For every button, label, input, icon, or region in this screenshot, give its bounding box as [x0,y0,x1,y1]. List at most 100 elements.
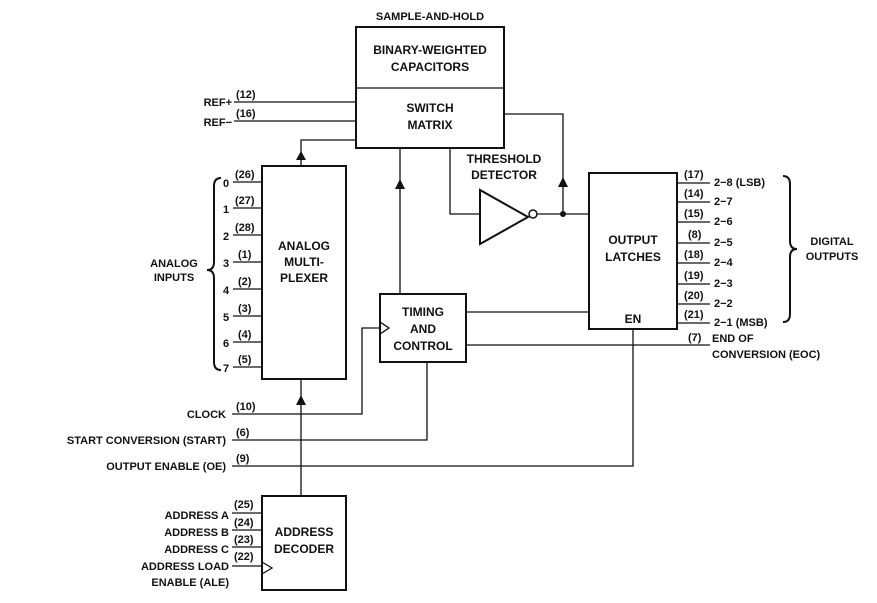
analog-input-pin: (3) [238,303,252,315]
digital-outputs-label-2: OUTPUTS [806,251,859,263]
analog-input-channel: 1 [223,204,229,216]
analog-inputs-brace [206,177,222,371]
latches-label-2: LATCHES [605,250,661,264]
analog-input-0: 0 (26) [223,169,262,190]
analog-input-1: 1 (27) [223,195,262,216]
analog-input-4: 4 (2) [223,276,262,297]
decoder-up-arrow [296,395,306,405]
analog-input-pin: (28) [235,222,255,234]
analog-input-pin: (26) [235,169,255,181]
analog-input-channel: 6 [223,338,229,350]
digital-output-0: (17) 2−8 (LSB) [677,169,765,189]
digital-output-bit: 2−8 (LSB) [714,177,765,189]
digital-output-4: (18) 2−4 [677,249,734,269]
address-pin: (25) [234,499,254,511]
timing-clock-marker [379,321,391,335]
digital-output-pin: (20) [684,290,704,302]
analog-input-pin: (2) [238,276,252,288]
analog-inputs-label-2: INPUTS [154,272,194,284]
digital-output-bit: 2−4 [714,257,734,269]
clock-pin: (10) [236,401,256,413]
eoc-pin: (7) [688,332,702,344]
start-label: START CONVERSION (START) [67,435,226,447]
switch-to-comparator-line [449,148,480,215]
oe-pin: (9) [236,453,250,465]
junction-dot [560,211,566,217]
threshold-label-2: DETECTOR [471,168,537,182]
digital-output-bit: 2−3 [714,278,733,290]
switch-matrix-label-1: SWITCH [406,101,453,115]
address-load: ADDRESS LOAD (22) [141,551,262,573]
analog-input-7: 7 (5) [223,354,262,375]
timing-up-arrow [395,179,405,189]
digital-output-7: (21) 2−1 (MSB) [677,309,768,329]
ref-plus-pin: (12) [236,89,256,101]
decoder-label-2: DECODER [274,542,334,556]
analog-input-pin: (1) [238,249,252,261]
analog-input-channel: 3 [223,258,229,270]
digital-output-bit: 2−7 [714,196,733,208]
digital-output-5: (19) 2−3 [677,270,733,290]
analog-input-3: 3 (1) [223,249,262,270]
analog-input-pin: (27) [235,195,255,207]
digital-output-1: (14) 2−7 [677,188,733,208]
mux-to-switch-line [300,139,356,165]
analog-input-channel: 0 [223,178,229,190]
latches-en-label: EN [625,312,642,326]
analog-input-pin: (5) [238,354,252,366]
clock-label: CLOCK [187,409,226,421]
address-name: ADDRESS A [165,510,229,522]
address-name: ADDRESS C [164,544,229,556]
address-c: ADDRESS C (23) [164,534,262,556]
clock-line [232,327,380,415]
analog-input-channel: 7 [223,363,229,375]
mux-label-3: PLEXER [280,271,328,285]
address-name: ADDRESS B [164,527,229,539]
ref-plus-label: REF+ [204,97,232,109]
timing-label-2: AND [410,322,436,336]
capacitors-label-2: CAPACITORS [391,60,469,74]
digital-output-6: (20) 2−2 [677,290,733,310]
digital-output-pin: (15) [684,208,704,220]
digital-output-pin: (8) [688,229,702,241]
digital-output-bit: 2−1 (MSB) [714,317,768,329]
address-a: ADDRESS A (25) [165,499,262,522]
digital-output-bit: 2−2 [714,298,733,310]
address-pin: (23) [234,534,254,546]
analog-input-channel: 5 [223,312,229,324]
capacitors-label-1: BINARY-WEIGHTED [373,43,487,57]
eoc-label-1: END OF [712,333,754,345]
digital-output-pin: (21) [684,309,704,321]
mux-label-2: MULTI- [284,255,324,269]
start-line [232,362,428,441]
digital-output-bit: 2−5 [714,237,733,249]
analog-multiplexer-block [261,165,347,380]
oe-line [232,329,634,467]
digital-outputs-label-1: DIGITAL [810,236,853,248]
analog-input-2: 2 (28) [223,222,262,243]
threshold-label-1: THRESHOLD [467,152,542,166]
ref-minus-pin: (16) [236,108,256,120]
decoder-ale-marker [261,561,274,575]
analog-input-5: 5 (3) [223,303,262,324]
output-latches-block [588,172,678,330]
ref-minus-label: REF− [204,117,232,129]
eoc-label-2: CONVERSION (EOC) [712,349,821,361]
digital-output-bit: 2−6 [714,216,733,228]
address-decoder-block [261,495,347,591]
address-pin: (22) [234,551,254,563]
oe-label: OUTPUT ENABLE (OE) [106,461,226,473]
mux-up-arrow [296,151,306,160]
analog-input-channel: 2 [223,231,229,243]
sample-and-hold-title: SAMPLE-AND-HOLD [376,11,484,23]
digital-output-pin: (19) [684,270,704,282]
switch-matrix-label-2: MATRIX [407,118,452,132]
address-name: ADDRESS LOAD [141,561,229,573]
analog-input-channel: 4 [223,285,230,297]
timing-label-3: CONTROL [393,339,452,353]
feedback-up-arrow [558,177,568,187]
comparator-symbol [479,188,531,246]
digital-output-pin: (14) [684,188,704,200]
address-pin: (24) [234,517,254,529]
